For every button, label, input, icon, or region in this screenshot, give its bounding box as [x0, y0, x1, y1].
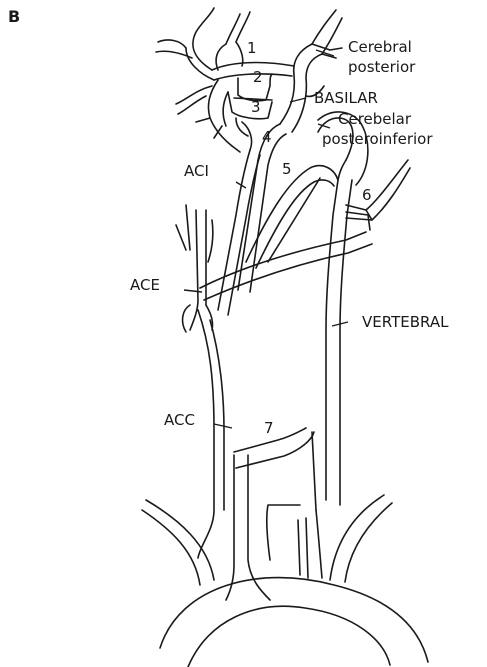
label-cerebral-posterior-line2: posterior	[348, 58, 416, 76]
number-2: 2	[253, 68, 263, 86]
label-acc: ACC	[164, 411, 195, 429]
number-1: 1	[247, 39, 257, 57]
label-aci: ACI	[184, 162, 209, 180]
number-5: 5	[282, 160, 292, 178]
label-vertebral: VERTEBRAL	[362, 313, 449, 331]
label-ace: ACE	[130, 276, 160, 294]
number-6: 6	[362, 186, 372, 204]
number-7: 7	[264, 419, 274, 437]
vessel-4	[238, 124, 286, 292]
number-3: 3	[251, 98, 261, 116]
label-cerebelar-posteroinferior-line1: Cerebelar	[338, 110, 412, 128]
label-cerebelar-posteroinferior-line2: posteroinferior	[322, 130, 433, 148]
common-carotid-artery	[198, 310, 322, 600]
number-4: 4	[262, 128, 272, 146]
aortic-arch	[142, 495, 428, 667]
panel-letter: B	[8, 7, 20, 26]
basilar-artery	[280, 10, 342, 132]
cerebral-branches	[156, 8, 250, 152]
vessel-7	[234, 428, 316, 510]
external-carotid-artery	[176, 205, 213, 332]
label-cerebral-posterior-line1: Cerebral	[348, 38, 412, 56]
label-basilar: BASILAR	[314, 89, 378, 107]
